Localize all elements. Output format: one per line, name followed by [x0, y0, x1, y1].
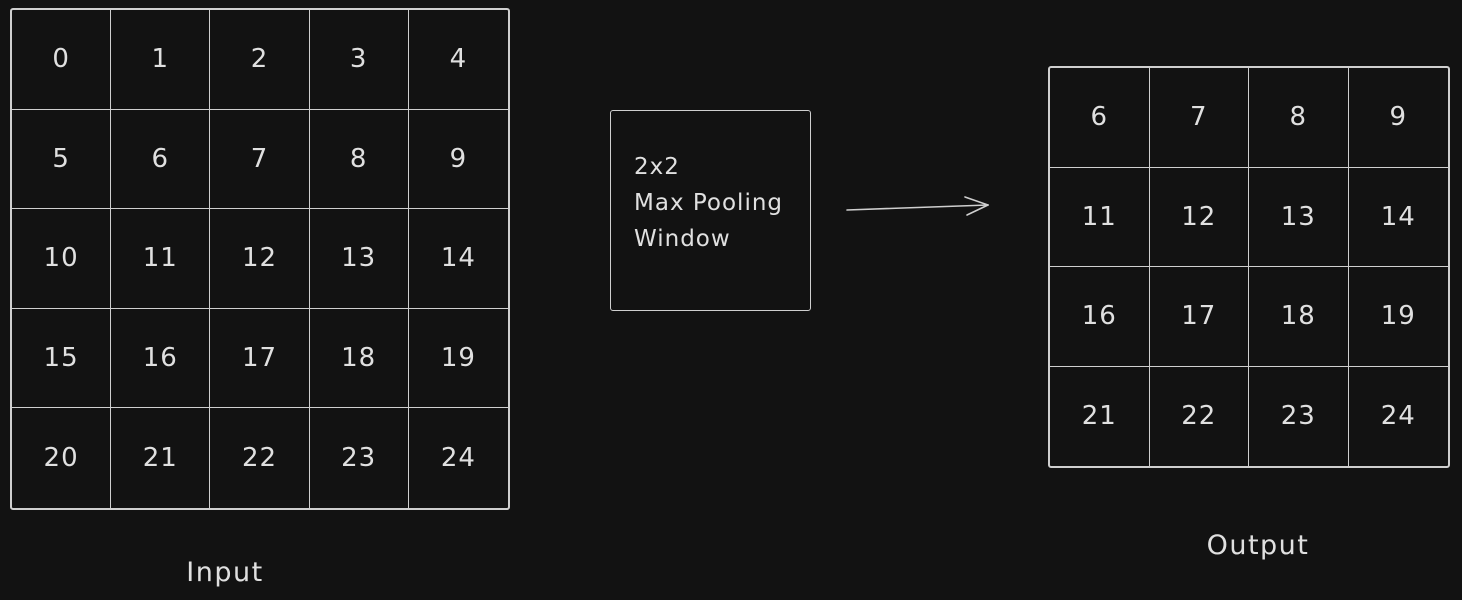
- output-grid-cell: 8: [1249, 68, 1349, 168]
- input-grid-cell: 18: [309, 308, 409, 409]
- right-arrow-icon: [846, 196, 989, 216]
- output-grid: 6 7 8 9 11 12 13 14 16 17 18 19 21 22 23…: [1048, 66, 1450, 468]
- input-grid-cell: 2: [210, 10, 310, 110]
- input-grid-cell: 1: [111, 10, 211, 110]
- input-grid-cell: 23: [310, 408, 409, 508]
- input-grid-cell: 21: [111, 408, 211, 508]
- output-grid-cell: 13: [1249, 167, 1349, 267]
- input-grid-cell: 15: [12, 308, 112, 409]
- input-grid: 0 1 2 3 4 5 6 7 8 9 10 11 12 13 14 15 16…: [10, 8, 510, 510]
- input-grid-cell: 4: [408, 10, 508, 110]
- pooling-box-text-line: Window: [634, 226, 731, 252]
- output-grid-cell: 24: [1380, 401, 1416, 432]
- input-grid-cell: 9: [408, 110, 508, 210]
- input-grid-cell: 13: [309, 209, 409, 309]
- output-grid-cell: 6: [1050, 68, 1150, 168]
- output-grid-cell: 22: [1150, 366, 1249, 466]
- input-grid-cell: 20: [12, 408, 112, 508]
- input-grid-cell: 7: [210, 109, 310, 210]
- output-grid-cell: 19: [1348, 267, 1448, 367]
- output-grid-cell: 14: [1348, 168, 1448, 267]
- input-grid-cell: 19: [408, 309, 508, 409]
- input-grid-cell: 16: [111, 308, 211, 409]
- output-grid-cell: 17: [1149, 267, 1249, 367]
- input-grid-cell: 24: [440, 443, 476, 474]
- input-grid-cell: 12: [210, 209, 310, 309]
- input-grid-cell: 10: [12, 209, 112, 309]
- input-grid-cell: 11: [111, 209, 211, 309]
- pooling-window-box: 2x2 Max Pooling Window: [610, 110, 811, 311]
- input-grid-cell: 8: [309, 109, 409, 210]
- output-grid-cell: 11: [1050, 167, 1150, 267]
- output-grid-cell: 23: [1249, 366, 1349, 466]
- input-grid-cell: 22: [210, 408, 310, 508]
- output-grid-label: Output: [1206, 530, 1310, 561]
- input-grid-label: Input: [186, 557, 264, 588]
- input-grid-cell: 5: [12, 109, 112, 210]
- input-grid-cell: 3: [309, 10, 409, 110]
- output-grid-cell: 12: [1149, 167, 1249, 267]
- output-grid-cell: 18: [1249, 267, 1349, 367]
- input-grid-cell: 0: [12, 10, 112, 110]
- pooling-box-text-line: 2x2: [634, 154, 680, 180]
- input-grid-cell: 14: [408, 209, 508, 309]
- output-grid-cell: 7: [1149, 68, 1249, 168]
- output-grid-cell: 9: [1348, 68, 1448, 168]
- pooling-box-text-line: Max Pooling: [634, 190, 784, 216]
- output-grid-cell: 21: [1050, 366, 1150, 466]
- input-grid-cell: 17: [210, 308, 310, 409]
- input-grid-cell: 6: [111, 109, 211, 210]
- output-grid-cell: 16: [1050, 267, 1150, 367]
